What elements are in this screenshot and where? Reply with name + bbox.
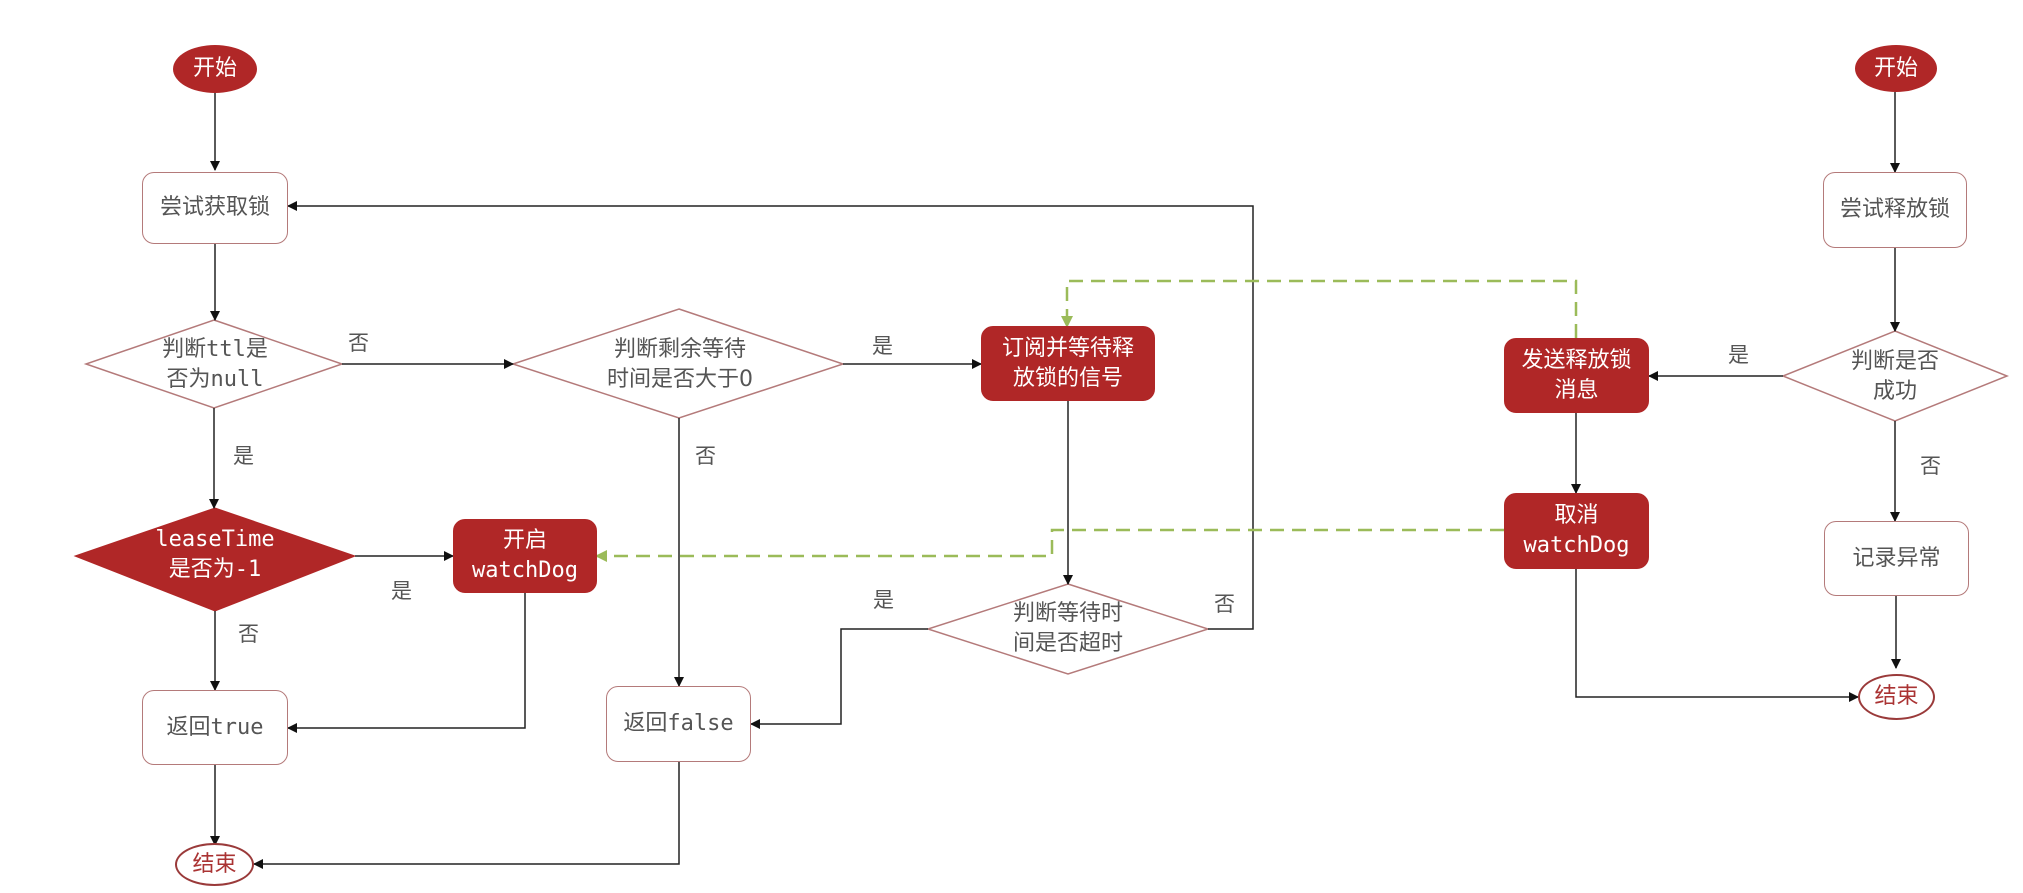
try-lock-box: 尝试获取锁 (142, 172, 288, 244)
edge-loop (287, 201, 1254, 630)
end-terminal: 结束 (175, 843, 254, 886)
edge-label-yes: 是 (391, 579, 412, 603)
edge-label-no: 否 (238, 622, 259, 646)
edge-label-yes: 是 (873, 588, 894, 612)
try-release-box: 尝试释放锁 (1823, 172, 1967, 248)
check-ttl-label: 判断ttl是 否为null (162, 337, 268, 392)
edge-label-no: 否 (1214, 592, 1235, 616)
check-wait-label: 判断剩余等待 时间是否大于0 (607, 337, 753, 392)
edge-label-yes: 是 (1728, 343, 1749, 367)
check-lease-label: leaseTime 是否为-1 (155, 527, 275, 582)
send-message-box: 发送释放锁 消息 (1504, 338, 1649, 413)
start-label: 开始 (192, 56, 237, 81)
edge-label-yes: 是 (233, 444, 254, 468)
check-timeout-label: 判断等待时 间是否超时 (1012, 601, 1123, 656)
edge-label-yes: 是 (872, 334, 893, 358)
edge-label-no: 否 (695, 444, 716, 468)
return-false-box: 返回false (606, 686, 751, 762)
edge (1575, 569, 1859, 702)
return-true-box: 返回true (142, 690, 288, 765)
diamond-check-timeout (925, 583, 1211, 675)
check-success-label: 判断是否 成功 (1850, 349, 1939, 404)
edge-label-no: 否 (348, 331, 369, 355)
release-end-terminal: 结束 (1858, 674, 1935, 720)
start-terminal: 开始 (173, 45, 257, 93)
start-watchdog-box: 开启 watchDog (453, 519, 597, 593)
subscribe-box: 订阅并等待释 放锁的信号 (981, 326, 1155, 401)
dashed-signal-edge (1061, 279, 1578, 338)
record-error-box: 记录异常 (1824, 521, 1969, 596)
cancel-watchdog-box: 取消 watchDog (1504, 493, 1649, 569)
dashed-signal-edge (595, 528, 1504, 562)
edge (253, 762, 680, 869)
edge (287, 593, 526, 733)
edge (750, 628, 928, 729)
try-lock-label: 尝试获取锁 (159, 195, 270, 220)
release-start-terminal: 开始 (1855, 45, 1937, 92)
edge-label-no: 否 (1920, 454, 1941, 478)
